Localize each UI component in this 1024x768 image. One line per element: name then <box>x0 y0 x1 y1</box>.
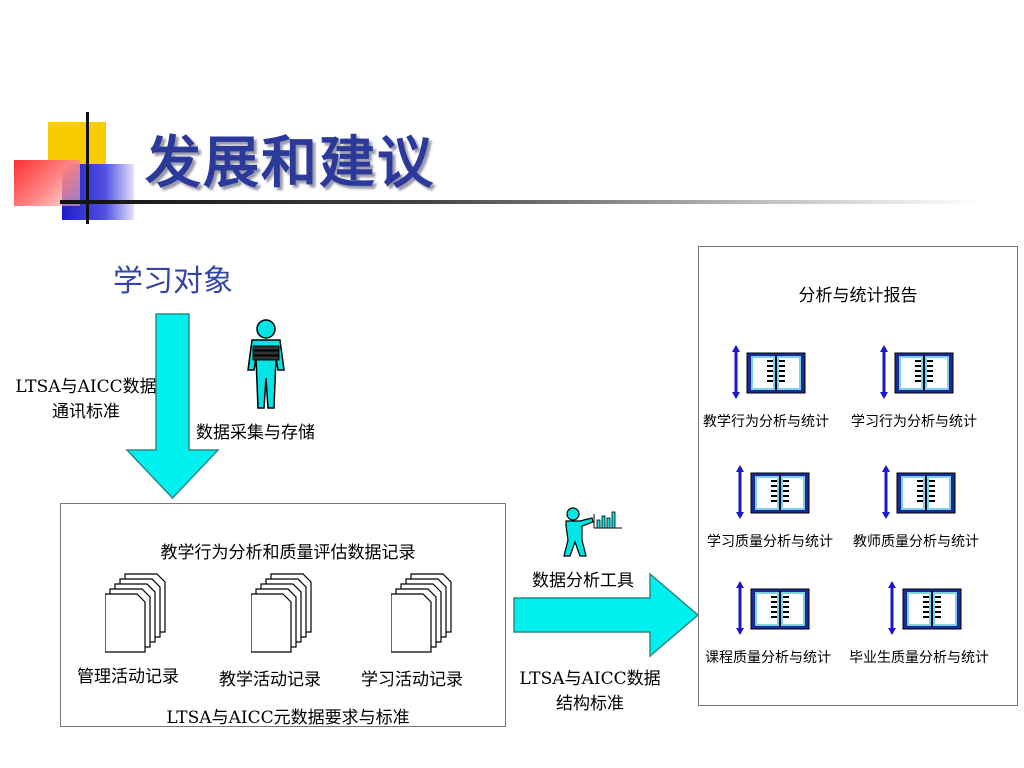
record-item-label: 学习活动记录 <box>361 670 463 690</box>
report-box-title: 分析与统计报告 <box>798 286 918 306</box>
open-book-icon <box>882 465 956 519</box>
report-item-label: 课程质量分析与统计 <box>705 650 831 666</box>
analysis-tool-label: 数据分析工具 <box>532 571 634 591</box>
report-item <box>735 581 815 637</box>
record-item-label: 管理活动记录 <box>77 667 179 687</box>
report-box: 分析与统计报告 教学行为分析与统计 <box>698 246 1018 706</box>
report-item-label: 学习质量分析与统计 <box>707 534 833 550</box>
data-collection-label: 数据采集与存储 <box>196 423 315 443</box>
open-book-icon <box>880 345 954 399</box>
report-item <box>881 465 961 521</box>
record-item-label: 教学活动记录 <box>219 670 321 690</box>
learning-object-label: 学习对象 <box>113 264 233 299</box>
report-item <box>731 345 811 401</box>
logo-decoration <box>0 0 150 230</box>
right-arrow <box>513 572 700 658</box>
down-arrow <box>125 313 220 500</box>
vertical-rule <box>86 112 89 224</box>
person-with-chart-icon <box>563 507 622 557</box>
records-box-footer: LTSA与AICC元数据要求与标准 <box>166 708 410 728</box>
report-item-label: 学习行为分析与统计 <box>851 414 977 430</box>
document-stack-icon <box>391 573 452 653</box>
report-item <box>887 581 967 637</box>
title-underline <box>60 200 980 204</box>
document-stack-icon <box>251 573 312 653</box>
records-box-title: 教学行为分析和质量评估数据记录 <box>160 543 416 563</box>
open-book-icon <box>736 581 810 635</box>
report-item-label: 毕业生质量分析与统计 <box>849 650 989 666</box>
person-with-books-icon <box>247 319 285 409</box>
open-book-icon <box>888 581 962 635</box>
records-box: 教学行为分析和质量评估数据记录 管理活动记录 教学活动记录 学习活动记录 LTS… <box>60 503 506 728</box>
report-item-label: 教学行为分析与统计 <box>703 414 829 430</box>
red-square <box>14 160 80 206</box>
open-book-icon <box>732 345 806 399</box>
open-book-icon <box>736 465 810 519</box>
report-item-label: 教师质量分析与统计 <box>853 534 979 550</box>
page-title: 发展和建议 <box>145 131 435 196</box>
report-item <box>879 345 959 401</box>
report-item <box>735 465 815 521</box>
document-stack-icon <box>105 573 166 653</box>
structure-standard-label: LTSA与AICC数据 结构标准 <box>519 669 661 714</box>
comm-standard-label: LTSA与AICC数据 通讯标准 <box>15 377 157 422</box>
